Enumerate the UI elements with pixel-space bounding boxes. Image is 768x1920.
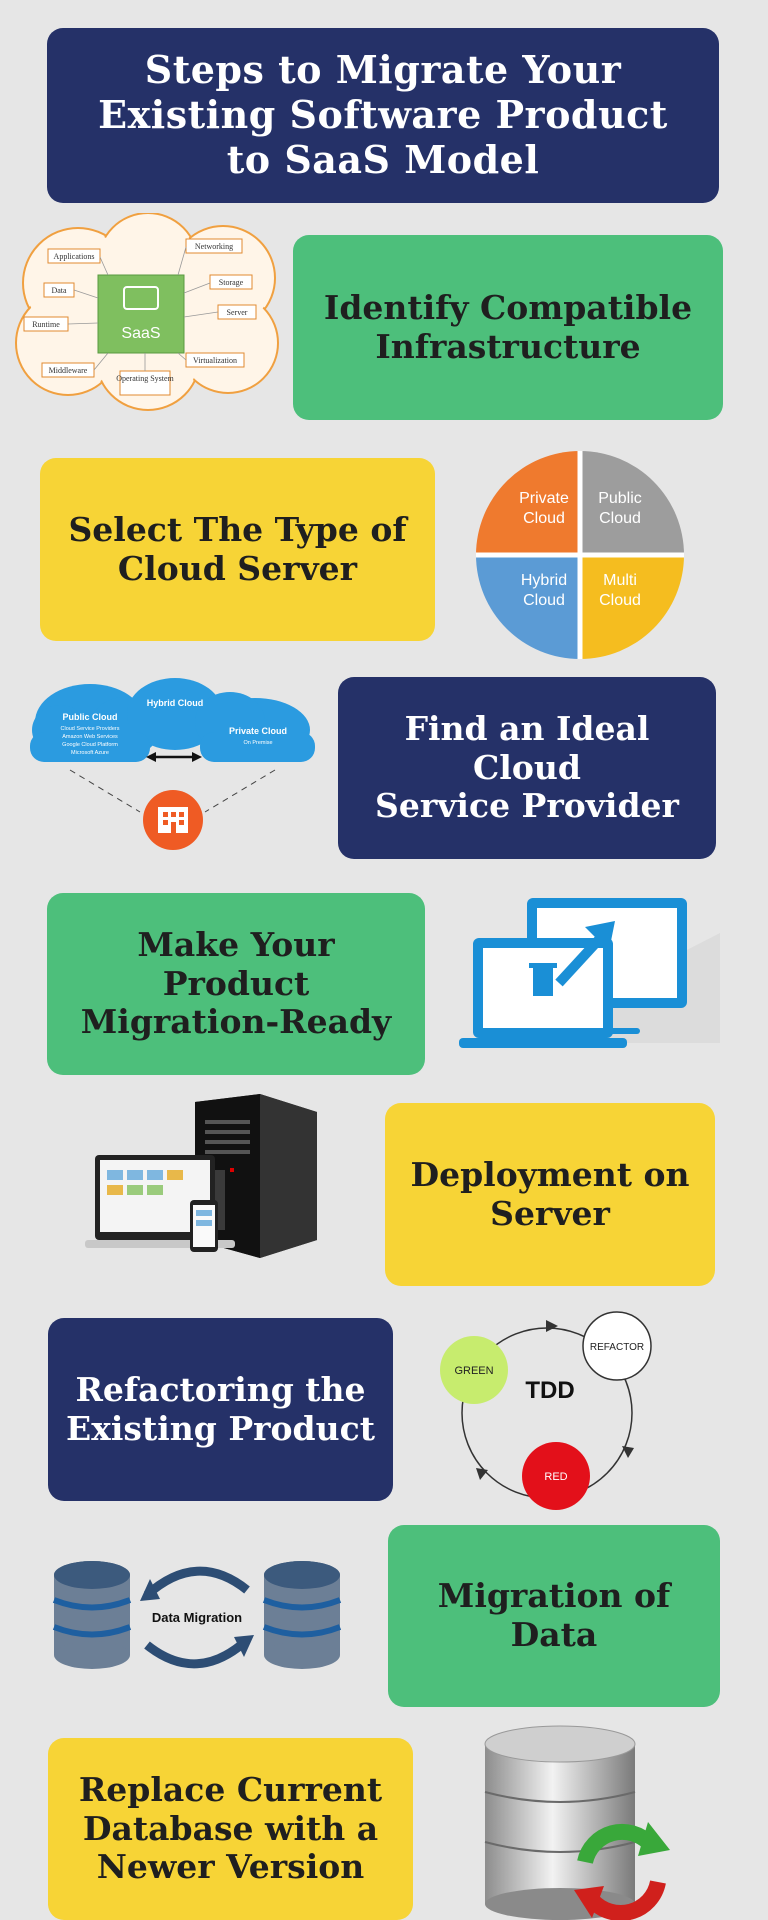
step-replace-database: Replace Current Database with a Newer Ve… [48, 1738, 413, 1920]
saas-center-label: SaaS [121, 325, 160, 342]
public-cloud-line-2: Amazon Web Services [62, 734, 118, 740]
step-find-cloud-provider: Find an Ideal Cloud Service Provider [338, 677, 716, 859]
public-cloud-line-3: Google Cloud Platform [62, 742, 118, 748]
saas-item-storage: Storage [219, 278, 244, 287]
saas-item-virtualization: Virtualization [193, 356, 237, 365]
cloud-provider-diagram: Public Cloud Cloud Service Providers Ama… [30, 678, 315, 850]
saas-item-networking: Networking [195, 242, 233, 251]
migration-ready-devices-icon [459, 898, 720, 1048]
tdd-cycle-diagram: GREEN REFACTOR RED TDD [440, 1311, 652, 1510]
saas-cloud-diagram: SaaS Applications Networking Data Storag… [15, 213, 279, 411]
database-upgrade-icon [484, 1725, 670, 1920]
saas-item-data: Data [51, 286, 67, 295]
tdd-red-label: RED [544, 1471, 567, 1483]
saas-item-server: Server [227, 308, 248, 317]
data-migration-label: Data Migration [152, 1610, 242, 1625]
private-cloud-title: Private Cloud [229, 726, 287, 736]
step-migration-ready: Make Your Product Migration-Ready [47, 893, 425, 1075]
hybrid-cloud-title: Hybrid Cloud [147, 698, 204, 708]
data-migration-diagram: Data Migration [52, 1561, 342, 1669]
page-title: Steps to Migrate Your Existing Software … [47, 28, 719, 203]
saas-item-applications: Applications [54, 252, 95, 261]
step-identify-infrastructure: Identify Compatible Infrastructure [293, 235, 723, 420]
tdd-refactor-label: REFACTOR [590, 1342, 644, 1353]
step-select-cloud-server: Select The Type of Cloud Server [40, 458, 435, 641]
public-cloud-title: Public Cloud [63, 712, 118, 722]
step-migration-of-data: Migration of Data [388, 1525, 720, 1707]
step-deployment-on-server: Deployment on Server [385, 1103, 715, 1286]
saas-item-runtime: Runtime [32, 320, 60, 329]
server-deployment-image [85, 1094, 317, 1258]
public-cloud-line-4: Microsoft Azure [71, 750, 109, 756]
public-cloud-line-1: Cloud Service Providers [61, 726, 120, 732]
private-cloud-sub: On Premise [243, 740, 272, 746]
saas-item-operating-system: Operating System [116, 374, 174, 383]
tdd-center-label: TDD [525, 1377, 574, 1404]
step-refactoring-product: Refactoring the Existing Product [48, 1318, 393, 1501]
tdd-green-label: GREEN [454, 1365, 493, 1377]
saas-item-middleware: Middleware [49, 366, 88, 375]
